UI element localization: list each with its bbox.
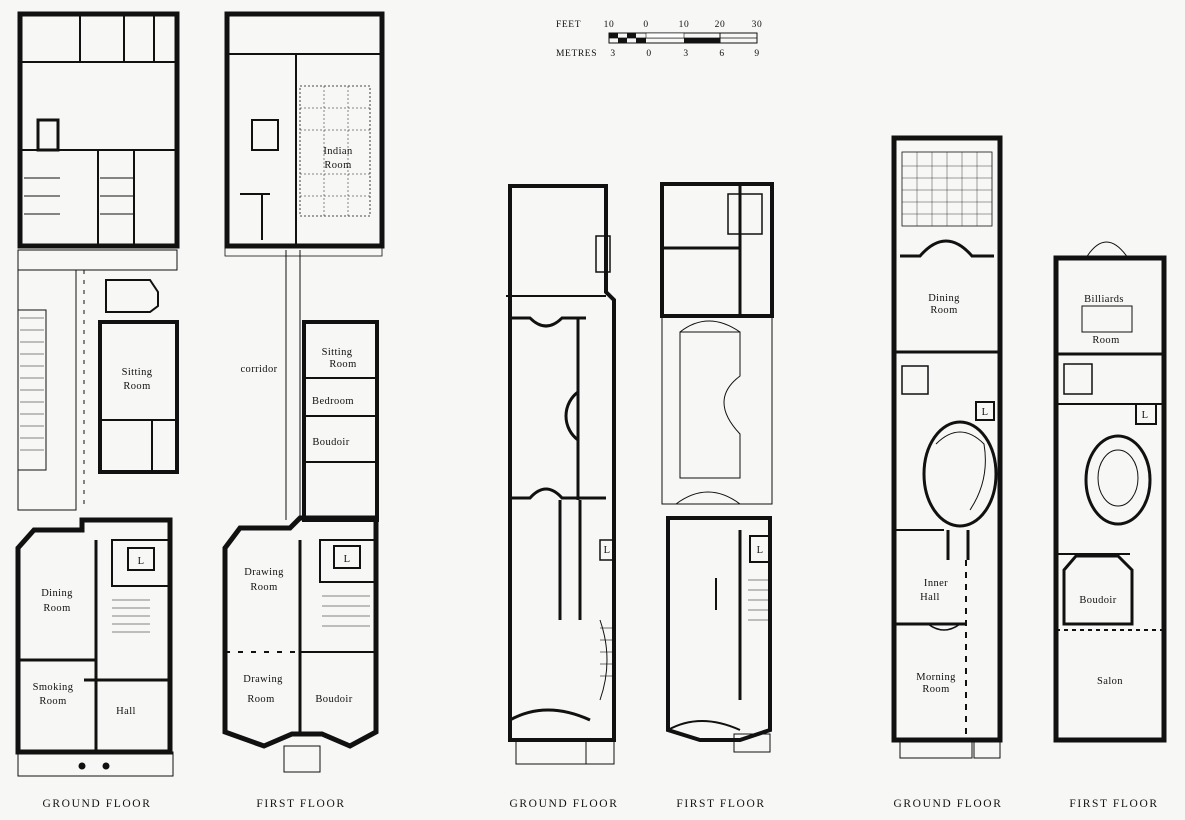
room-label: Room xyxy=(930,305,957,316)
room-label: Room xyxy=(1092,335,1119,346)
lift-symbol: L xyxy=(757,545,764,556)
room-label: Room xyxy=(247,694,274,705)
room-label: Dining xyxy=(928,293,960,304)
plan-house2-first-floor xyxy=(660,182,774,753)
room-label: Sitting xyxy=(322,347,353,358)
room-label: Inner xyxy=(924,578,948,589)
plan-house1-first-floor: L xyxy=(222,11,385,773)
plan-house2-lift-labels: L L xyxy=(604,545,764,556)
scale-metres-tick: 9 xyxy=(754,49,759,59)
room-label: Room xyxy=(123,381,150,392)
room-label: Drawing xyxy=(243,674,283,685)
room-label: Dining xyxy=(41,588,73,599)
room-label: Billiards xyxy=(1084,294,1124,305)
plan-house2-ground-floor xyxy=(506,184,616,765)
floor-caption: FIRST FLOOR xyxy=(676,798,766,810)
room-label: Boudoir xyxy=(1079,595,1116,606)
lift-symbol: L xyxy=(982,407,989,418)
room-label: Room xyxy=(324,160,351,171)
floor-caption: FIRST FLOOR xyxy=(1069,798,1159,810)
room-label: Room xyxy=(39,696,66,707)
floor-caption: FIRST FLOOR xyxy=(256,798,346,810)
scale-metres-tick: 3 xyxy=(610,49,615,59)
lift-symbol: L xyxy=(1142,410,1149,421)
room-label: Boudoir xyxy=(315,694,352,705)
room-label: Bedroom xyxy=(312,396,354,407)
room-label: Smoking xyxy=(33,682,74,693)
lift-symbol: L xyxy=(138,556,145,567)
scale-feet-tick: 10 xyxy=(604,20,615,30)
room-label: Indian xyxy=(323,146,353,157)
plan-house3-first-labels: Billiards Room Boudoir Salon xyxy=(1079,294,1123,687)
room-label: Hall xyxy=(116,706,136,717)
room-label: Drawing xyxy=(244,567,284,578)
lift-symbol: L xyxy=(344,554,351,565)
plan-house3-first-floor: L xyxy=(1053,241,1167,743)
scale-metres-tick: 0 xyxy=(646,49,651,59)
scale-bar: FEET METRES 10 0 10 20 30 3 0 3 6 9 xyxy=(556,20,762,59)
room-label: Hall xyxy=(920,592,940,603)
scale-metres-label: METRES xyxy=(556,49,597,59)
floor-caption: GROUND FLOOR xyxy=(509,798,619,810)
room-label: Salon xyxy=(1097,676,1123,687)
scale-feet-tick: 0 xyxy=(643,20,648,30)
scale-feet-tick: 10 xyxy=(679,20,690,30)
scale-metres-tick: 3 xyxy=(683,49,688,59)
floor-caption: GROUND FLOOR xyxy=(42,798,152,810)
room-label: Sitting xyxy=(122,367,153,378)
room-label: Room xyxy=(250,582,277,593)
scale-feet-label: FEET xyxy=(556,20,581,30)
plan-house3-ground-floor: L xyxy=(891,135,1003,759)
room-label: Room xyxy=(43,603,70,614)
scale-feet-tick: 30 xyxy=(752,20,763,30)
lift-symbol: L xyxy=(604,545,611,556)
scale-metres-tick: 6 xyxy=(719,49,724,59)
plan-house1-ground-labels: Sitting Room Dining Room Smoking Room Ha… xyxy=(33,367,153,717)
room-label: Morning xyxy=(916,672,956,683)
plan-house1-ground-floor: L xyxy=(15,11,180,777)
room-label: Room xyxy=(922,684,949,695)
room-label: Room xyxy=(329,359,356,370)
scale-feet-tick: 20 xyxy=(715,20,726,30)
room-label: corridor xyxy=(240,364,277,375)
plan-house3-ground-labels: Dining Room Inner Hall Morning Room xyxy=(916,293,960,695)
floor-caption: GROUND FLOOR xyxy=(893,798,1003,810)
plan-house1-first-labels: Indian Room corridor Sitting Room Bedroo… xyxy=(240,146,356,705)
room-label: Boudoir xyxy=(312,437,349,448)
